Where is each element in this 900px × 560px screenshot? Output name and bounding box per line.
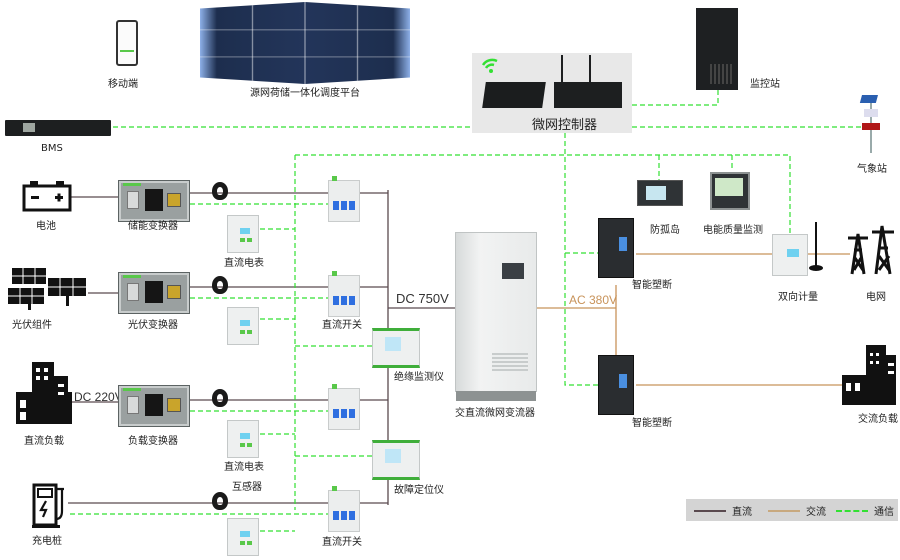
battery-icon[interactable]	[22, 180, 72, 212]
power-quality-label: 电能质量监测	[703, 225, 763, 236]
smart-breaker-label: 智能塑断	[632, 280, 672, 291]
smart-breaker[interactable]	[598, 218, 634, 278]
dc-meter[interactable]	[227, 307, 259, 345]
dc-meter[interactable]	[227, 420, 259, 458]
current-transformer-icon[interactable]	[212, 276, 228, 294]
antenna-icon	[561, 55, 563, 87]
dc-meter[interactable]	[227, 518, 259, 556]
bidirectional-meter-label: 双向计量	[778, 292, 818, 303]
current-transformer-icon[interactable]	[212, 389, 228, 407]
anti-island-device[interactable]	[637, 180, 683, 206]
legend-label: 直流	[732, 507, 752, 518]
converter-label: 光伏变换器	[128, 320, 178, 331]
ac-bus	[535, 285, 617, 360]
dc-load-voltage: DC 220V	[74, 390, 123, 404]
weather-station-icon[interactable]	[856, 95, 886, 155]
dc-switch[interactable]	[328, 486, 360, 532]
legend-label: 交流	[806, 507, 826, 518]
dc-line-swatch	[694, 509, 726, 512]
gateway-icon	[482, 82, 546, 108]
antenna-icon	[589, 55, 591, 87]
dc-switch[interactable]	[328, 271, 360, 317]
bms-label: BMS	[41, 143, 63, 154]
anti-island-label: 防孤岛	[650, 225, 680, 236]
bidirectional-meter[interactable]	[772, 234, 808, 276]
ac-load-label: 交流负载	[858, 414, 898, 425]
dc-load-label: 直流负载	[24, 436, 64, 447]
monitor-station-label: 监控站	[750, 79, 780, 90]
ac-dc-converter-cabinet[interactable]	[455, 232, 537, 401]
wifi-icon	[481, 58, 498, 73]
dc-switch[interactable]	[328, 384, 360, 430]
edge-controller-icon	[554, 82, 622, 108]
smart-breaker[interactable]	[598, 355, 634, 415]
building-icon[interactable]	[842, 345, 898, 405]
converter-label: 储能变换器	[128, 221, 178, 232]
dc-switch[interactable]	[328, 176, 360, 222]
power-tower-icon[interactable]	[846, 224, 898, 276]
dc-meter[interactable]	[227, 215, 259, 253]
solar-panel-icon[interactable]	[8, 266, 88, 312]
legend-item-dc: 直流	[694, 503, 752, 518]
pv-converter[interactable]	[118, 272, 190, 314]
dc-bus-voltage: DC 750V	[396, 291, 449, 306]
converter-label: 负载变换器	[128, 436, 178, 447]
fault-locator-label: 故障定位仪	[394, 485, 444, 496]
mobile-label: 移动端	[108, 79, 138, 90]
legend-item-ac: 交流	[768, 503, 826, 518]
ct-label: 互感器	[232, 482, 262, 493]
battery-label: 电池	[36, 221, 56, 232]
current-transformer-icon[interactable]	[212, 182, 228, 200]
ev-charger-icon[interactable]	[32, 483, 72, 529]
ac-bus-voltage: AC 380V	[569, 293, 618, 307]
grid-label: 电网	[866, 292, 886, 303]
storage-converter[interactable]	[118, 180, 190, 222]
charger-label: 充电桩	[32, 536, 62, 547]
comm-line-swatch	[836, 509, 868, 512]
current-transformer-icon[interactable]	[212, 492, 228, 510]
insulation-monitor[interactable]	[372, 328, 420, 368]
building-icon[interactable]	[16, 362, 72, 424]
mobile-phone-icon[interactable]	[116, 20, 138, 66]
cabinet-label: 交直流微网变流器	[455, 408, 535, 419]
insulation-monitor-label: 绝缘监测仪	[394, 372, 444, 383]
controller-label: 微网控制器	[532, 118, 598, 133]
ac-line-swatch	[768, 509, 800, 512]
pv-label: 光伏组件	[12, 320, 52, 331]
load-converter[interactable]	[118, 385, 190, 427]
power-quality-monitor[interactable]	[710, 172, 750, 210]
server-tower-icon[interactable]	[696, 8, 738, 90]
dc-switch-label: 直流开关	[322, 537, 362, 548]
video-wall-icon[interactable]	[200, 2, 410, 84]
smart-breaker-label: 智能塑断	[632, 418, 672, 429]
antenna-icon	[809, 222, 823, 271]
platform-label: 源网荷储一体化调度平台	[250, 88, 360, 99]
dc-meter-label: 直流电表	[224, 258, 264, 269]
legend-item-comm: 通信	[836, 503, 894, 518]
legend: 直流 交流 通信	[686, 499, 898, 521]
fault-locator[interactable]	[372, 440, 420, 480]
ac-wires	[535, 253, 850, 386]
weather-station-label: 气象站	[857, 164, 887, 175]
bms-rack-icon[interactable]	[5, 120, 111, 136]
comm-wires	[70, 90, 865, 532]
dc-switch-label: 直流开关	[322, 320, 362, 331]
dc-meter-label: 直流电表	[224, 462, 264, 473]
legend-label: 通信	[874, 507, 894, 518]
